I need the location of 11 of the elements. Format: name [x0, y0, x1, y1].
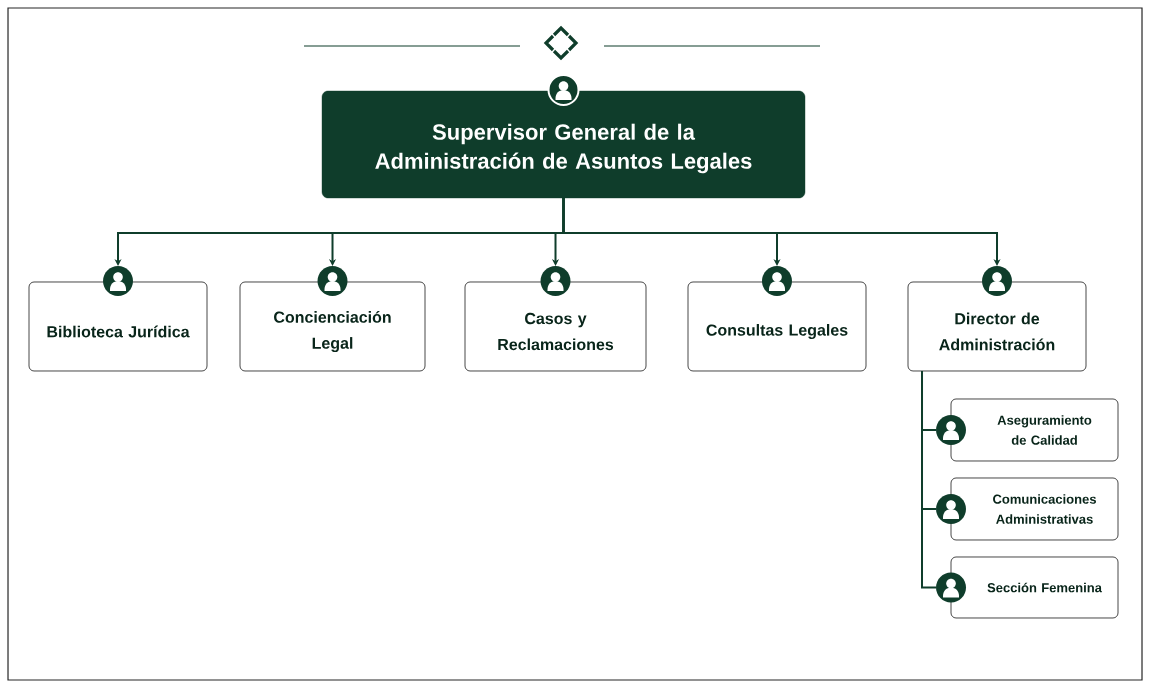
role-box: Aseguramiento de Calidad [936, 398, 1119, 462]
connector-line [921, 370, 937, 589]
role-box: Concienciación Legal [239, 266, 426, 372]
role-box: Biblioteca Jurídica [28, 266, 208, 372]
role-box: Director de Administración [907, 266, 1087, 372]
role-box: Comunicaciones Administrativas [936, 477, 1119, 541]
role-box: Sección Femenina [936, 556, 1119, 619]
role-box: Casos y Reclamaciones [464, 266, 647, 372]
arrow [562, 197, 1001, 266]
role-box: Consultas Legales [687, 266, 867, 372]
title-box: Supervisor General de la Administración de Asuntos Legales [321, 74, 806, 199]
